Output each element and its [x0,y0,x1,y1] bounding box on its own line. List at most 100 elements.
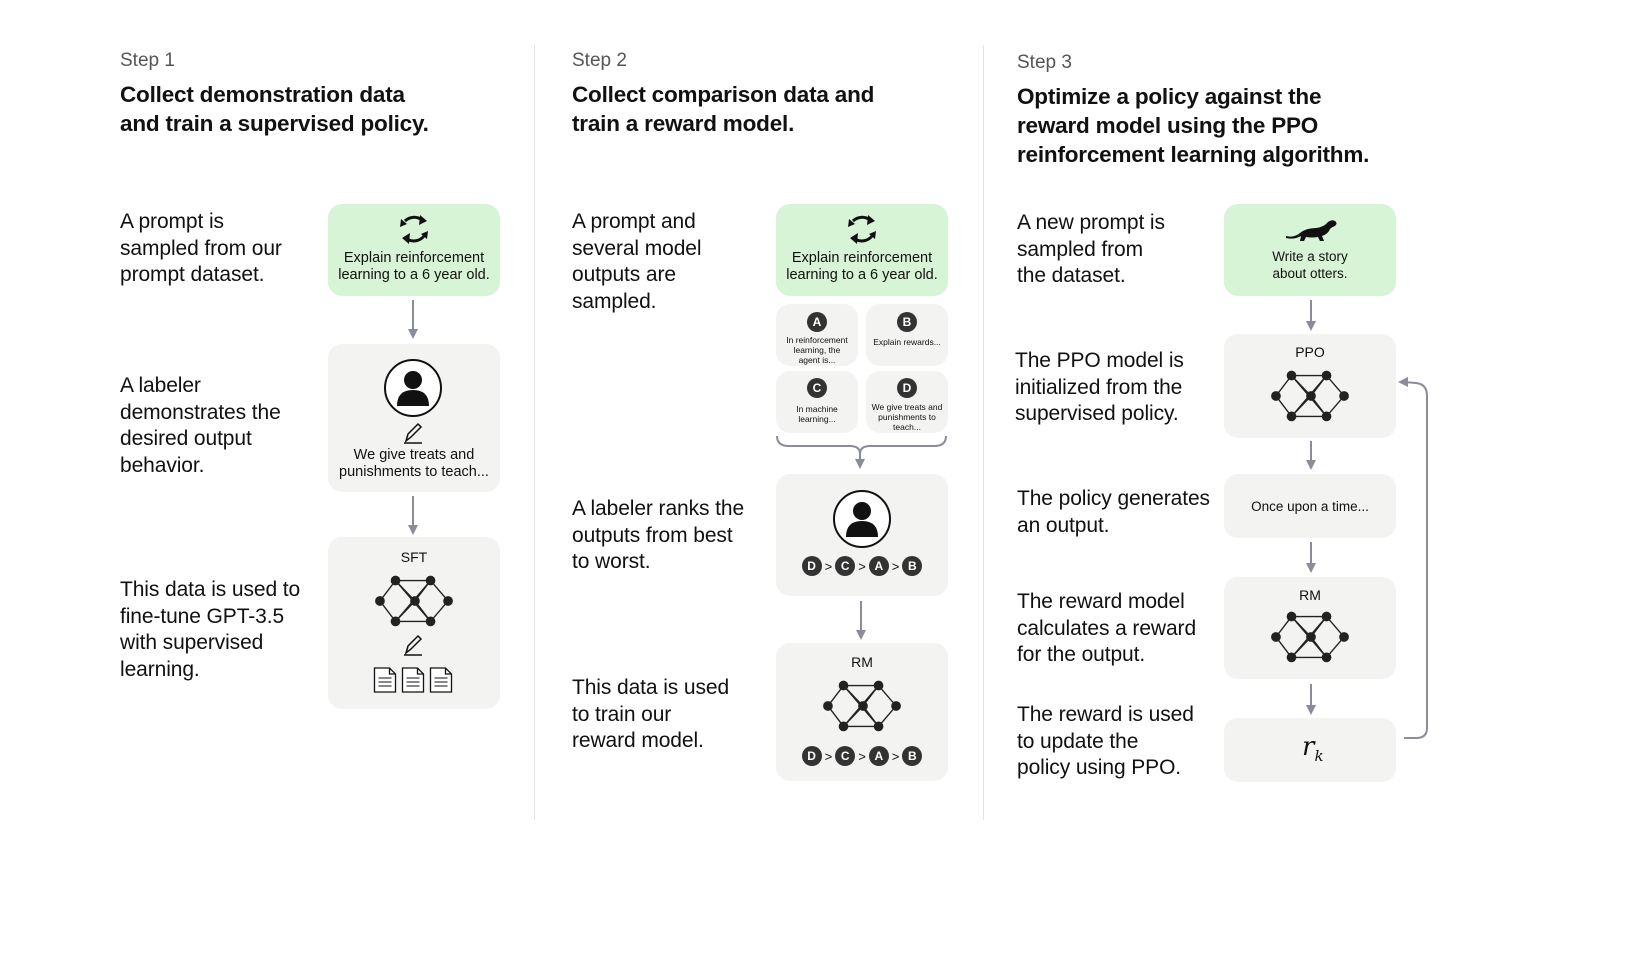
rank-separator: > [891,748,900,764]
rank-separator: > [891,558,900,574]
step2-label: Step 2 [572,50,627,71]
rank-separator: > [824,558,833,574]
network-icon [822,679,902,732]
refresh-icon [398,213,430,246]
step3-desc-update: The reward is used to update the policy … [1017,703,1194,779]
reward-symbol: rk [1302,732,1324,765]
step1-title-line1: Collect demonstration data [120,82,405,107]
output-text-b: Explain rewards... [873,337,941,347]
step2-prompt-text: Explain reinforcement learning to a 6 ye… [786,250,938,283]
document-icon [429,667,453,693]
rank-separator: > [824,748,833,764]
reward-r: r [1302,732,1315,762]
step1-demo-text: We give treats and punishments to teach.… [339,447,489,480]
step3-label: Step 3 [1017,52,1072,73]
rank-1: D [801,746,822,766]
step1-prompt-text: Explain reinforcement learning to a 6 ye… [338,250,490,283]
step3-arrow-4 [1306,684,1316,715]
pencil-icon [403,635,423,656]
network-icon [1270,369,1350,422]
step3-arrow-1 [1306,300,1316,331]
step1-arrow-1 [408,300,418,339]
step1-desc-labeler: A labeler demonstrates the desired outpu… [120,374,281,477]
step2-title-line2: train a reward model. [572,111,795,136]
step3-ppo-label: PPO [1295,344,1325,360]
person-icon [384,359,442,417]
document-icon [401,667,425,693]
step2-prompt-box: Explain reinforcement learning to a 6 ye… [776,204,948,296]
step1-label: Step 1 [120,50,175,71]
step3-desc-output: The policy generates an output. [1017,487,1210,537]
step1-desc-finetune: This data is used to fine-tune GPT-3.5 w… [120,578,301,681]
step3-output-box: Once upon a time... [1224,474,1396,538]
rank-2: C [835,746,856,766]
step1-arrow-2 [408,496,418,535]
step1-prompt-box: Explain reinforcement learning to a 6 ye… [328,204,500,296]
output-letter-b: B [897,312,917,332]
step1-title-line2: and train a supervised policy. [120,111,429,136]
step1-desc-prompt: A prompt is sampled from our prompt data… [120,210,282,286]
step3-title-line2: reward model using the PPO [1017,113,1319,138]
rank-2: C [835,556,856,576]
output-text-a: In reinforcement learning, the agent is.… [786,335,848,365]
step3-arrow-3 [1306,542,1316,573]
rank-separator: > [858,748,866,764]
output-letter-d: D [897,378,917,398]
feedback-loop-arrow [1398,377,1428,739]
output-letter-c: C [807,378,827,398]
step2-title-line1: Collect comparison data and [572,82,875,107]
step3-title: Optimize a policy against the reward mod… [1017,82,1397,169]
step3-prompt-box: Write a story about otters. [1224,204,1396,296]
step3-desc-prompt: A new prompt is sampled from the dataset… [1017,211,1165,287]
step2-output-c: C In machine learning... [776,371,858,433]
step1-title: Collect demonstration data and train a s… [120,80,450,138]
step1-sft-label: SFT [400,549,428,565]
ranking-row: D > C > A > B [776,746,948,766]
step3-desc-reward: The reward model calculates a reward for… [1017,590,1197,666]
column-divider-2 [983,45,984,820]
ranking-row: D > C > A > B [776,556,948,576]
step2-title: Collect comparison data and train a rewa… [572,80,902,138]
step2-desc-prompt: A prompt and several model outputs are s… [572,210,702,313]
rank-3: A [868,556,889,576]
step3-ppo-box: PPO [1224,334,1396,438]
step2-arrow-3 [856,601,866,640]
document-icon [373,667,397,693]
rank-3: A [868,746,889,766]
network-icon [374,574,454,627]
output-text-d: We give treats and punishments to teach.… [871,402,943,432]
refresh-icon [846,213,878,246]
step2-desc-labeler: A labeler ranks the outputs from best to… [572,497,745,573]
rank-separator: > [858,558,866,574]
person-icon [833,490,891,548]
reward-subscript: k [1314,747,1324,766]
step3-reward-box: rk [1224,718,1396,782]
rank-4: B [902,556,923,576]
rank-1: D [801,556,822,576]
step2-rm-box: RM D > C > A > B [776,643,948,781]
step3-arrow-2 [1306,441,1316,470]
network-icon [1270,610,1350,663]
step2-rm-label: RM [851,654,873,670]
step3-rm-box: RM [1224,577,1396,679]
pencil-icon [403,423,423,444]
output-letter-a: A [807,312,827,332]
column-divider-1 [534,45,535,820]
step2-desc-rm: This data is used to train our reward mo… [572,676,730,752]
step3-rm-label: RM [1299,587,1321,603]
step2-bracket-arrow [776,435,947,469]
step3-title-line1: Optimize a policy against the [1017,84,1322,109]
step2-output-d: D We give treats and punishments to teac… [866,371,948,433]
step2-output-a: A In reinforcement learning, the agent i… [776,304,858,366]
step3-desc-ppo: The PPO model is initialized from the su… [1015,349,1184,425]
otter-icon [1286,220,1337,241]
step2-output-b: B Explain rewards... [866,304,948,366]
step1-sft-box: SFT [328,537,500,709]
step3-prompt-text: Write a story about otters. [1272,249,1348,281]
step3-output-text: Once upon a time... [1251,499,1369,514]
rank-4: B [902,746,923,766]
output-text-c: In machine learning... [796,404,838,424]
step3-title-line3: reinforcement learning algorithm. [1017,142,1370,167]
step1-demo-box: We give treats and punishments to teach.… [328,344,500,492]
step2-rank-box: D > C > A > B [776,474,948,596]
